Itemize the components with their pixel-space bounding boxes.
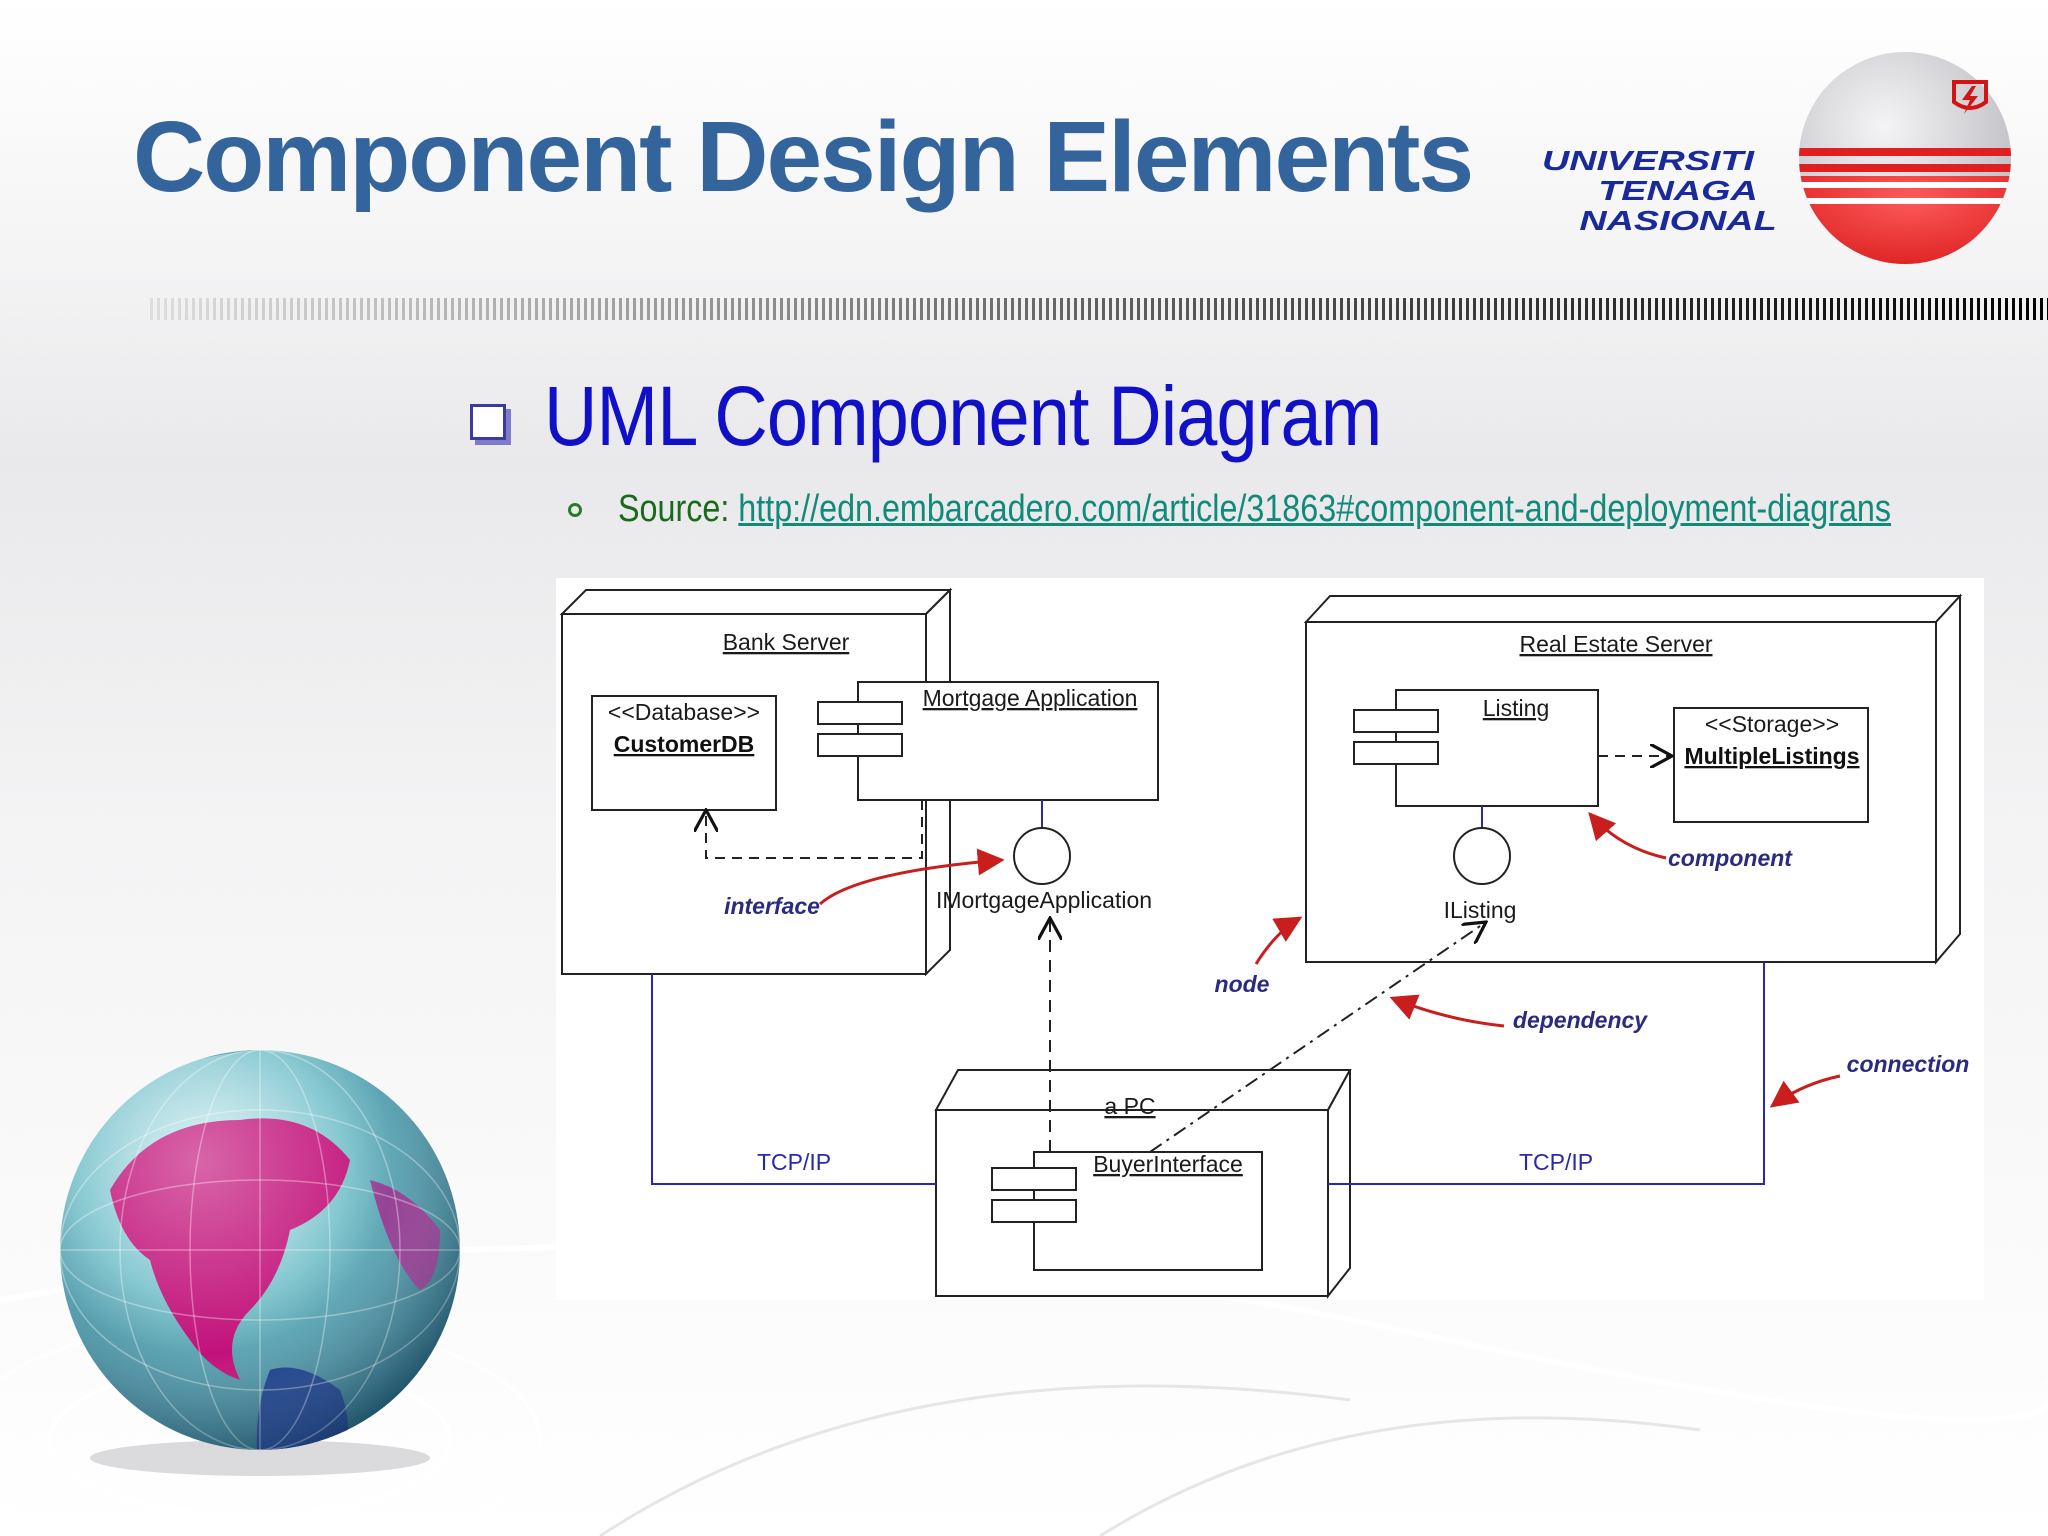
annotation-interface: interface [724,893,820,919]
node-label-pc: a PC [1104,1093,1155,1119]
component-customer-db: <<Database>> CustomerDB [591,695,777,811]
annotation-node: node [1215,971,1270,997]
interface-ilisting-circle [1453,827,1511,885]
source-link[interactable]: http://edn.embarcadero.com/article/31863… [738,488,1892,530]
dependency-buyer-ilisting [1149,922,1486,1153]
dependency-mortgage-customerdb [706,800,923,859]
title-divider [150,296,2048,324]
node-label-bank-server: Bank Server [723,629,850,655]
interface-imortgage-label: IMortgageApplication [936,887,1152,913]
university-logo: UNIVERSITI TENAGA NASIONAL [1542,52,2011,264]
component-multiple-listings: <<Storage>> MultipleListings [1673,707,1869,823]
annotation-interface-arrow [819,848,1005,906]
component-mortgage-application: Mortgage Application [817,681,1159,801]
interface-imortgage-circle [1013,827,1071,885]
connection-right-label: TCP/IP [1519,1149,1593,1175]
uml-diagram: Bank Server Real Estate Server a PC <<Da… [556,578,1984,1300]
customer-db-stereotype: <<Database>> [608,699,760,725]
multiple-listings-name: MultipleListings [1684,743,1859,769]
annotation-dependency-arrow [1389,994,1505,1028]
annotation-component-arrow [1588,811,1667,860]
circle-bullet-icon [568,502,582,517]
slide-title: Component Design Elements [133,101,1474,213]
component-buyer-interface: BuyerInterface [991,1151,1263,1271]
annotation-connection-arrow [1769,1074,1841,1108]
source-label: Source: [618,488,730,530]
mortgage-app-label: Mortgage Application [923,685,1138,711]
bullet-text: UML Component Diagram [544,369,1382,463]
interface-ilisting-label: IListing [1444,897,1517,923]
annotation-connection: connection [1847,1051,1970,1077]
customer-db-name: CustomerDB [614,731,755,757]
multiple-listings-stereotype: <<Storage>> [1705,711,1839,737]
annotation-node-arrow [1254,916,1303,965]
logo-line-2: TENAGA [1598,176,1758,207]
node-label-real-estate-server: Real Estate Server [1519,631,1712,657]
connection-bank-pc [651,974,936,1185]
annotation-component: component [1668,845,1793,871]
bullet-square-icon [470,403,506,440]
component-listing: Listing [1353,689,1599,807]
logo-line-3: NASIONAL [1579,206,1776,237]
listing-label: Listing [1483,695,1549,721]
buyer-interface-label: BuyerInterface [1093,1151,1243,1177]
connection-left-label: TCP/IP [757,1149,831,1175]
sub-bullet: Source: http://edn.embarcadero.com/artic… [568,488,2048,531]
annotation-dependency: dependency [1513,1007,1648,1033]
connection-realestate-pc [1328,962,1765,1185]
lightning-icon [1952,80,1988,114]
logo-line-1: UNIVERSITI [1542,146,1755,177]
uml-diagram-canvas: Bank Server Real Estate Server a PC <<Da… [559,587,1970,1299]
main-bullet: UML Component Diagram [470,368,1496,465]
globe-illustration [60,1050,460,1476]
